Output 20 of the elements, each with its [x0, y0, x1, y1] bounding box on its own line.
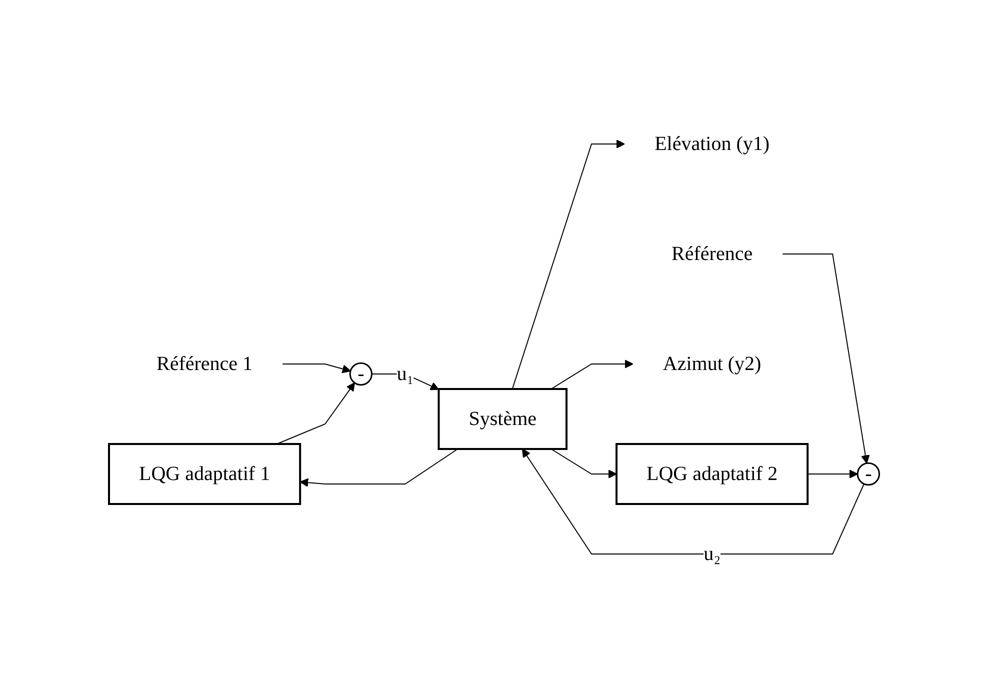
arrow [782, 254, 870, 464]
node-box: LQG adaptatif 2 [616, 443, 809, 505]
node-circle: - [857, 462, 880, 486]
arrow [512, 140, 626, 390]
edge-label: u₁ [397, 363, 414, 385]
arrow [276, 382, 356, 444]
node-text: Référence 1 [156, 353, 253, 375]
arrow [522, 448, 865, 554]
node-circle: - [350, 362, 373, 386]
arrow [282, 364, 352, 374]
node-box: LQG adaptatif 1 [108, 443, 302, 505]
arrow [550, 448, 618, 478]
arrow [807, 470, 858, 478]
node-text: Elévation (y1) [654, 133, 770, 155]
node-text: Référence [672, 243, 753, 265]
edge-label: u₂ [704, 543, 721, 565]
node-text: Azimut (y2) [663, 353, 762, 375]
arrow [550, 360, 634, 390]
arrow [300, 448, 459, 487]
node-box: Système [438, 388, 568, 450]
